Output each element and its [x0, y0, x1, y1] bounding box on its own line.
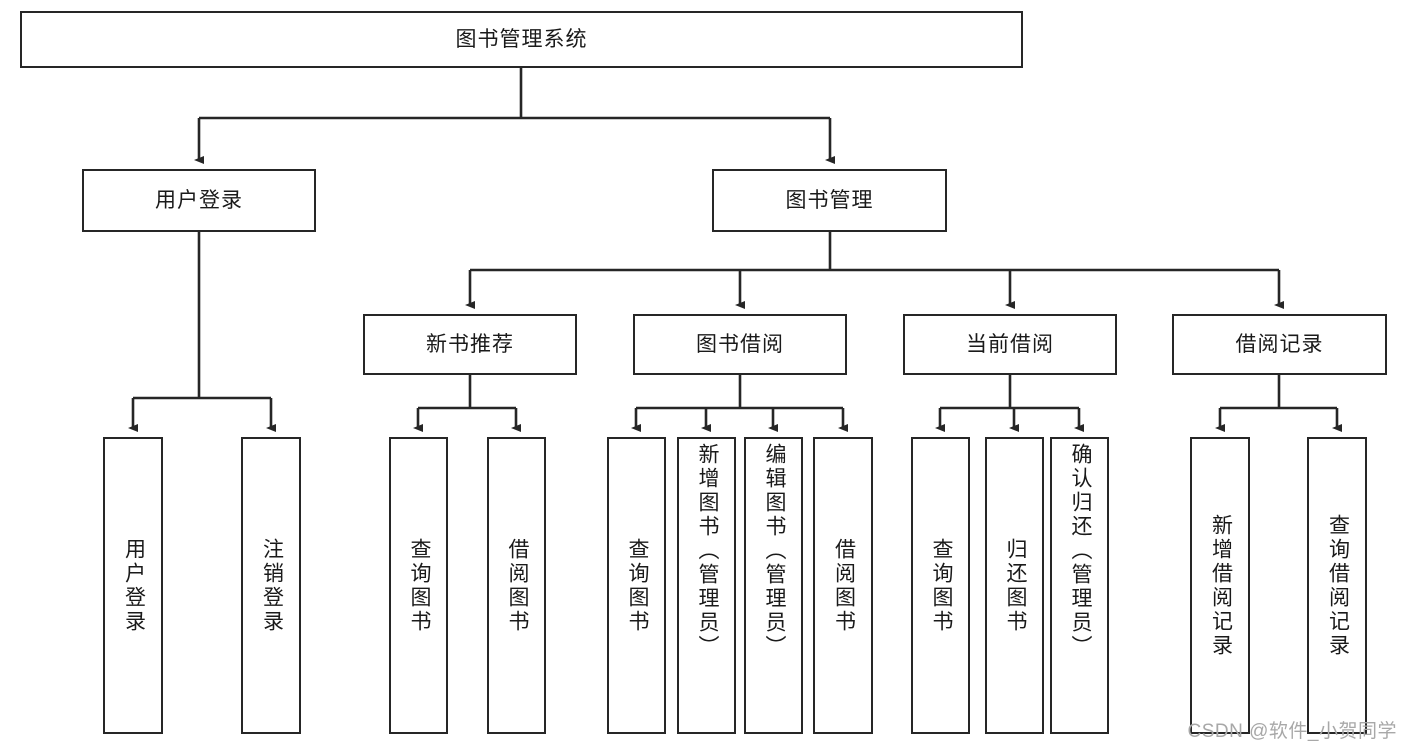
node-book-manage[interactable]: 图书管理: [712, 169, 947, 232]
node-label: 新增图书（管理员）: [695, 443, 719, 659]
node-borrow-record[interactable]: 借阅记录: [1172, 314, 1387, 375]
node-leaf-user-login[interactable]: 用户登录: [103, 437, 163, 734]
node-leaf-borrow-book-new[interactable]: 借阅图书: [487, 437, 546, 734]
node-leaf-query-book-current[interactable]: 查询图书: [911, 437, 970, 734]
node-label: 查询图书: [407, 537, 431, 634]
watermark-text: CSDN @软件_小贺同学: [1187, 721, 1397, 742]
node-label: 注销登录: [260, 537, 284, 634]
node-label: 查询图书: [625, 537, 649, 634]
node-label: 借阅图书: [832, 537, 856, 634]
node-label: 新书推荐: [426, 332, 514, 356]
node-leaf-confirm-return[interactable]: 确认归还（管理员）: [1050, 437, 1109, 734]
node-leaf-query-borrow-record[interactable]: 查询借阅记录: [1307, 437, 1367, 734]
node-leaf-logout[interactable]: 注销登录: [241, 437, 301, 734]
node-label: 新增借阅记录: [1209, 513, 1233, 658]
node-leaf-add-book[interactable]: 新增图书（管理员）: [677, 437, 736, 734]
node-label: 编辑图书（管理员）: [762, 443, 786, 659]
node-current-borrow[interactable]: 当前借阅: [903, 314, 1117, 375]
node-label: 图书借阅: [696, 332, 784, 356]
node-root-system[interactable]: 图书管理系统: [20, 11, 1023, 68]
node-leaf-query-book-new[interactable]: 查询图书: [389, 437, 448, 734]
node-label: 借阅图书: [505, 537, 529, 634]
node-user-login[interactable]: 用户登录: [82, 169, 316, 232]
node-label: 查询图书: [929, 537, 953, 634]
node-leaf-query-book-borrow[interactable]: 查询图书: [607, 437, 666, 734]
node-label: 图书管理系统: [455, 27, 588, 51]
node-leaf-edit-book[interactable]: 编辑图书（管理员）: [744, 437, 803, 734]
node-new-book-recommend[interactable]: 新书推荐: [363, 314, 577, 375]
node-leaf-return-book[interactable]: 归还图书: [985, 437, 1044, 734]
node-label: 借阅记录: [1235, 332, 1324, 356]
node-label: 确认归还（管理员）: [1068, 443, 1092, 659]
node-label: 当前借阅: [966, 332, 1054, 356]
node-label: 用户登录: [155, 188, 243, 212]
node-label: 图书管理: [785, 188, 874, 212]
node-label: 用户登录: [122, 537, 146, 634]
node-book-borrow[interactable]: 图书借阅: [633, 314, 847, 375]
node-leaf-add-borrow-record[interactable]: 新增借阅记录: [1190, 437, 1250, 734]
node-label: 归还图书: [1003, 537, 1027, 634]
node-label: 查询借阅记录: [1326, 513, 1350, 658]
node-leaf-borrow-book[interactable]: 借阅图书: [813, 437, 873, 734]
